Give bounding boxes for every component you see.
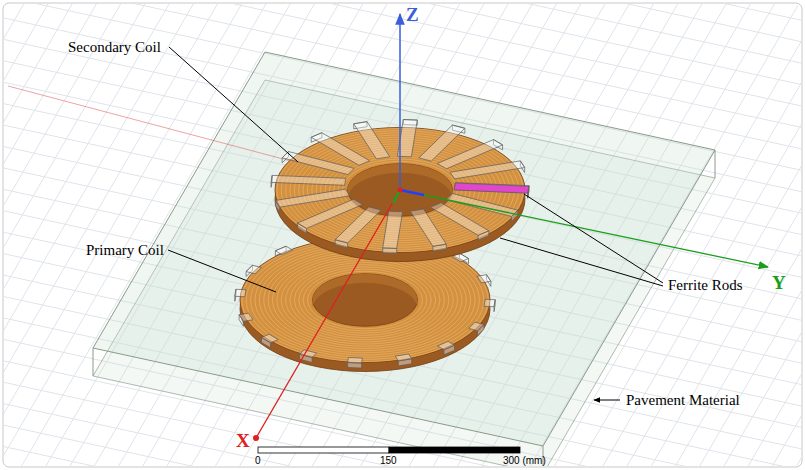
leader-lines (168, 47, 663, 400)
scale-bar (258, 447, 520, 453)
grid (4, 4, 801, 466)
part-label: Pavement Material (626, 391, 740, 409)
scale-value: 0 (255, 455, 261, 467)
scale-value: 300 (mm) (503, 455, 546, 467)
part-label: Ferrite Rods (668, 276, 743, 294)
axis-label: X (236, 430, 250, 452)
view-frame (3, 3, 802, 467)
axis-label: Y (772, 272, 786, 294)
part-label: Secondary Coil (68, 38, 161, 56)
coordinate-axes (253, 14, 768, 441)
part-label: Primary Coil (86, 241, 164, 259)
axis-label: Z (406, 4, 419, 26)
scale-value: 150 (380, 455, 397, 467)
pavement-slab (93, 52, 715, 466)
